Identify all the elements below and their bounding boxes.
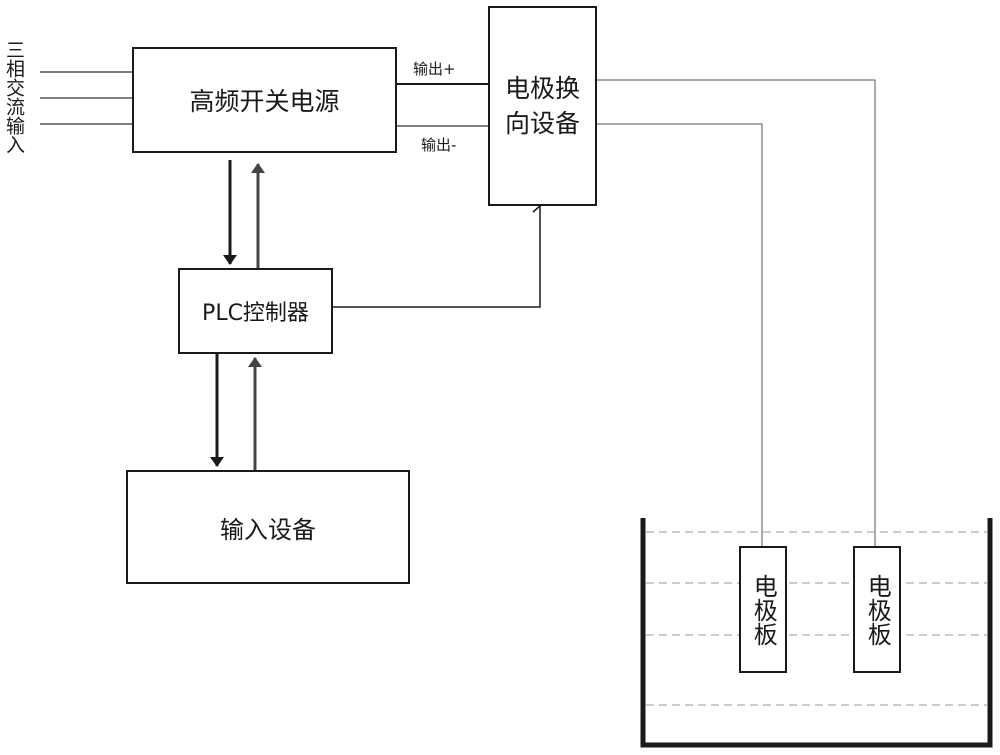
power-supply-label: 高频开关电源 <box>189 87 340 116</box>
electrode-reverser-block: 电极换向设备 <box>488 6 597 206</box>
input-device-block: 输入设备 <box>126 470 410 584</box>
plc-controller-block: PLC控制器 <box>178 268 333 354</box>
power-supply-block: 高频开关电源 <box>132 47 397 153</box>
electrode-plate-left-label: 电极板 <box>749 573 778 646</box>
output-positive-label: 输出+ <box>413 60 456 78</box>
tank <box>640 518 993 748</box>
plc-controller-label: PLC控制器 <box>202 301 309 326</box>
plc-to-reverser-line <box>333 199 542 308</box>
output-negative-label: 输出- <box>421 136 457 154</box>
ac-input-label: 三相交流输入 <box>3 40 25 154</box>
reverser-to-left-plate <box>597 123 763 546</box>
electrode-plate-right-label: 电极板 <box>863 573 892 646</box>
reverser-to-right-plate <box>597 79 876 546</box>
input-device-label: 输入设备 <box>220 515 316 544</box>
electrode-plate-left: 电极板 <box>739 546 787 673</box>
electrode-reverser-label: 电极换向设备 <box>504 74 580 138</box>
electrode-plate-right: 电极板 <box>853 546 901 673</box>
